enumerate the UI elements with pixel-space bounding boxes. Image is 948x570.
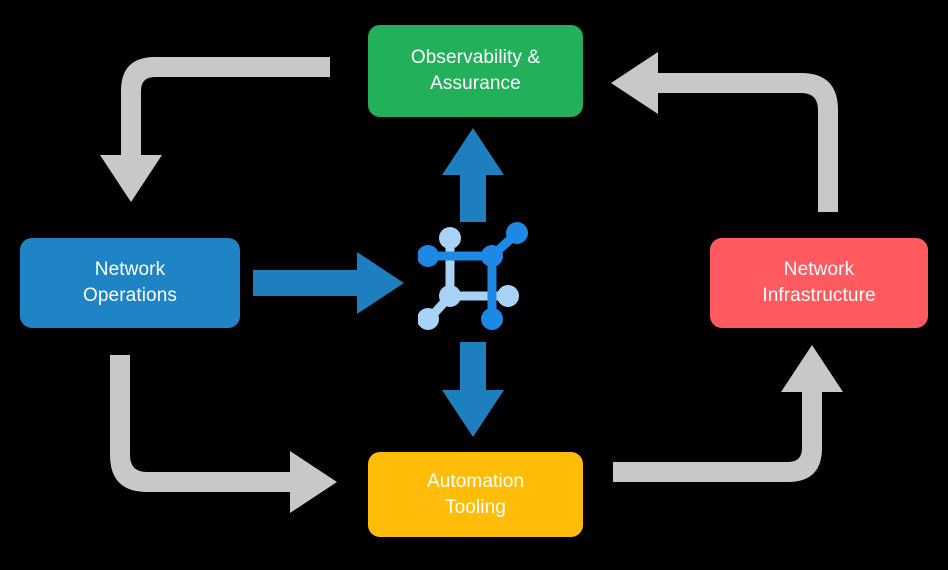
arrow-automation-to-infrastructure [613,345,843,482]
node-network-operations-label: Network Operations [83,259,177,306]
network-topology-icon [418,222,528,330]
node-network-infrastructure[interactable]: Network Infrastructure [710,238,928,328]
node-network-infrastructure-label: Network Infrastructure [762,259,876,306]
topology-nodes-light [418,227,519,330]
node-observability-label: Observability & Assurance [410,47,541,94]
node-observability-assurance[interactable]: Observability & Assurance [368,25,583,117]
arrow-infrastructure-to-observability [611,52,838,212]
arrow-operations-to-center [253,252,404,314]
arrow-center-to-automation [442,342,504,437]
arrow-operations-to-automation [110,355,337,513]
arrow-observability-to-operations [100,57,330,202]
node-network-operations[interactable]: Network Operations [20,238,240,328]
node-automation-tooling[interactable]: Automation Tooling [368,452,583,537]
arrow-center-to-observability [442,128,504,222]
node-automation-tooling-label: Automation Tooling [426,470,525,518]
topology-nodes-dark [418,222,528,330]
